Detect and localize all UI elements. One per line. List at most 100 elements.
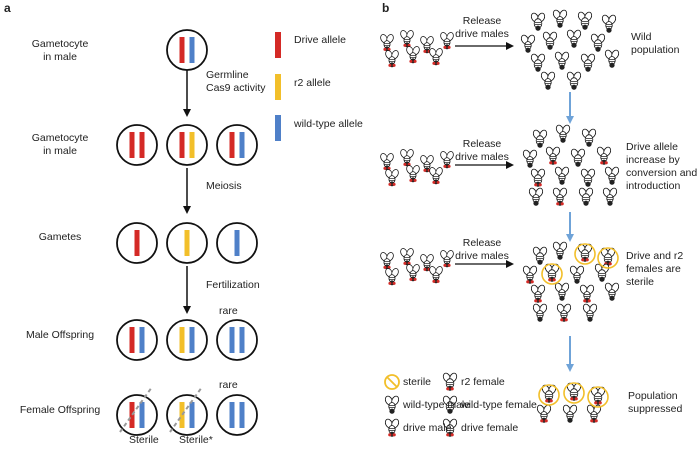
legend-r2-female-label: r2 female [461, 376, 505, 388]
cell [166, 319, 208, 361]
chromosome-bar [239, 132, 245, 158]
drive-male-icon [522, 265, 538, 284]
wild-type-male-icon [554, 51, 570, 70]
wild-type-male-icon [522, 149, 538, 168]
sterile-star-label: Sterile* [179, 434, 213, 446]
chromosome-bar [189, 37, 195, 63]
legend-drive-swatch [275, 32, 281, 58]
drive-male-icon [530, 284, 546, 303]
r2-female-icon [577, 243, 593, 262]
wild-type-female-icon [442, 395, 458, 414]
chromosome-bar [189, 402, 195, 428]
wild-type-female-icon [580, 168, 596, 187]
wild-type-male-icon [520, 34, 536, 53]
chromosome-bar [234, 230, 240, 256]
wild-type-male-icon [532, 303, 548, 322]
stage-line: Drive and r2 [626, 250, 684, 262]
drive-male-icon [385, 268, 399, 286]
release-line: Release [462, 15, 502, 27]
wild-type-female-icon [578, 187, 594, 206]
chromosome-bar [179, 327, 185, 353]
wild-type-male-icon [552, 9, 568, 28]
chromosome-bar [179, 37, 185, 63]
chromosome-bar [129, 402, 135, 428]
drive-male-icon [429, 48, 443, 66]
drive-male-icon [429, 266, 443, 284]
row-label-male-offspring: Male Offspring [25, 329, 95, 341]
wild-type-male-icon [554, 282, 570, 301]
chromosome-bar [229, 327, 235, 353]
drive-male-icon [536, 404, 552, 423]
drive-male-icon [400, 30, 414, 48]
sterile-ring [597, 247, 619, 269]
stage-line: Drive allele [626, 141, 678, 153]
stage-line: Population [628, 390, 678, 402]
panel-a-label: a [4, 1, 11, 15]
stage-label-wild: Wild population [631, 31, 679, 57]
r2-female-icon [442, 372, 458, 391]
legend-wild-type-label: wild-type allele [294, 118, 363, 130]
stage-label-suppressed: Population suppressed [628, 390, 682, 416]
chromosome-bar [239, 327, 245, 353]
cell [216, 394, 258, 436]
sterile-ring [587, 386, 609, 408]
drive-female-icon [442, 418, 458, 437]
wild-type-male-icon [582, 303, 598, 322]
drive-female-icon [530, 168, 546, 187]
release-label: Release drive males [450, 138, 514, 164]
stage-line: population [631, 44, 680, 56]
sterile-strike-line [169, 386, 203, 433]
stage-line: females are [626, 263, 681, 275]
wild-type-female-icon [570, 148, 586, 167]
release-label: Release drive males [450, 15, 514, 41]
step-label-line: Cas9 activity [206, 82, 266, 94]
drive-male-icon [385, 50, 399, 68]
wild-type-male-icon [566, 29, 582, 48]
rare-label-male: rare [219, 305, 238, 317]
chromosome-bar [189, 132, 195, 158]
cell [116, 222, 158, 264]
drive-male-icon [406, 264, 420, 282]
sterile-ring [563, 382, 585, 404]
sterile-icon [384, 374, 400, 390]
drive-male-icon [440, 151, 454, 169]
release-line: drive males [455, 28, 509, 40]
legend-sterile-label: sterile [403, 376, 432, 388]
sterile-ring [574, 243, 596, 265]
release-line: drive males [455, 250, 509, 262]
wild-type-male-icon [569, 265, 585, 284]
wild-type-female-icon [590, 33, 606, 52]
chromosome-bar [184, 230, 190, 256]
row-label-gametes: Gametes [38, 231, 82, 243]
wild-type-female-icon [530, 53, 546, 72]
legend-drive-label: Drive allele [294, 34, 346, 46]
step-label-cas9: Germline Cas9 activity [206, 69, 266, 95]
stage-line: increase by [626, 154, 680, 166]
wild-type-male-icon [602, 187, 618, 206]
chromosome-bar [229, 402, 235, 428]
wild-type-male-icon [528, 187, 544, 206]
drive-male-icon [380, 252, 394, 270]
stage-line: conversion and [626, 167, 698, 179]
stage-label-increase: Drive allele increase by conversion and … [626, 141, 697, 193]
legend-drive-male-label: drive male [403, 422, 452, 434]
wild-type-male-icon [562, 404, 578, 423]
sterile-ring [538, 384, 560, 406]
drive-female-icon [544, 263, 560, 282]
drive-male-icon [380, 153, 394, 171]
drive-female-icon [600, 247, 616, 266]
legend-wild-type-male-label: wild-type male [403, 399, 471, 411]
legend-wild-type-swatch [275, 115, 281, 141]
cell [116, 394, 158, 436]
drive-male-icon [385, 169, 399, 187]
release-label: Release drive males [450, 237, 514, 263]
drive-male-icon [400, 149, 414, 167]
chromosome-bar [179, 132, 185, 158]
drive-male-icon [384, 418, 400, 437]
cell [116, 319, 158, 361]
wild-type-male-icon [604, 282, 620, 301]
chromosome-bar [139, 327, 145, 353]
legend-r2-label: r2 allele [294, 77, 331, 89]
wild-type-female-icon [577, 11, 593, 30]
drive-female-icon [590, 386, 606, 405]
